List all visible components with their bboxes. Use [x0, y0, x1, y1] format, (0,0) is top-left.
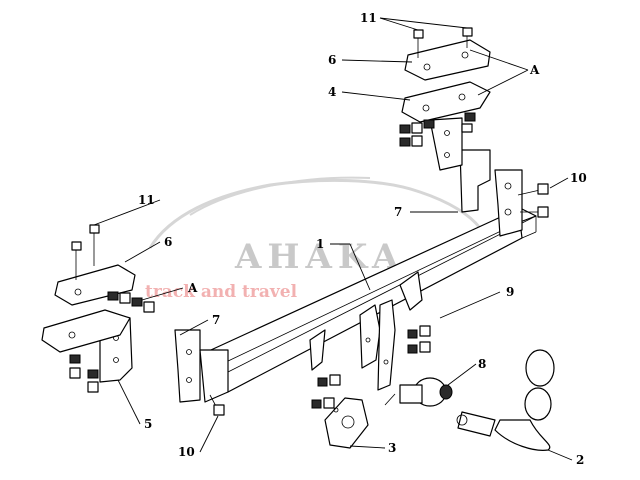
callout-6-top: 6	[328, 53, 336, 67]
right-bolts	[517, 183, 549, 218]
watermark-tagline: track and travel	[145, 282, 298, 302]
callout-11-left: 11	[138, 193, 155, 207]
callout-2: 2	[576, 453, 584, 467]
leader-lines	[93, 17, 573, 461]
callout-7-left: 7	[212, 313, 220, 327]
left-plates	[41, 264, 136, 353]
electrical-socket	[384, 377, 453, 407]
callout-4: 4	[328, 85, 336, 99]
watermark-car-roof	[189, 176, 371, 216]
socket-plate	[324, 397, 369, 449]
center-nuts	[311, 325, 431, 409]
watermark-car-outline	[148, 178, 482, 249]
callout-6-left: 6	[164, 235, 172, 249]
watermark-brand: AHAKA	[234, 237, 404, 277]
right-side-bracket	[429, 117, 523, 237]
callout-7-right: 7	[394, 205, 402, 219]
tow-ball	[456, 349, 555, 451]
callout-10-bottom: 10	[178, 445, 195, 459]
callout-5: 5	[144, 417, 152, 431]
callout-A-top: A	[529, 63, 540, 77]
center-mount	[309, 271, 423, 391]
left-nut-stack	[69, 291, 155, 393]
left-bottom-bolt	[209, 394, 225, 416]
top-plates	[401, 39, 491, 123]
top-bolts	[413, 27, 473, 58]
callout-10-right: 10	[570, 171, 587, 185]
callout-1: 1	[316, 237, 324, 251]
callout-3: 3	[388, 441, 396, 455]
callout-8: 8	[478, 357, 486, 371]
callout-11-top: 11	[360, 11, 377, 25]
callout-A-left: A	[187, 281, 198, 295]
top-nut-stack	[399, 112, 476, 147]
callout-labels: 11 6 4 A 10 7 11 6 A 7 1 9 8 5 10 3 2	[138, 11, 587, 467]
callout-9: 9	[506, 285, 514, 299]
watermark: AHAKA track and travel	[145, 176, 482, 302]
